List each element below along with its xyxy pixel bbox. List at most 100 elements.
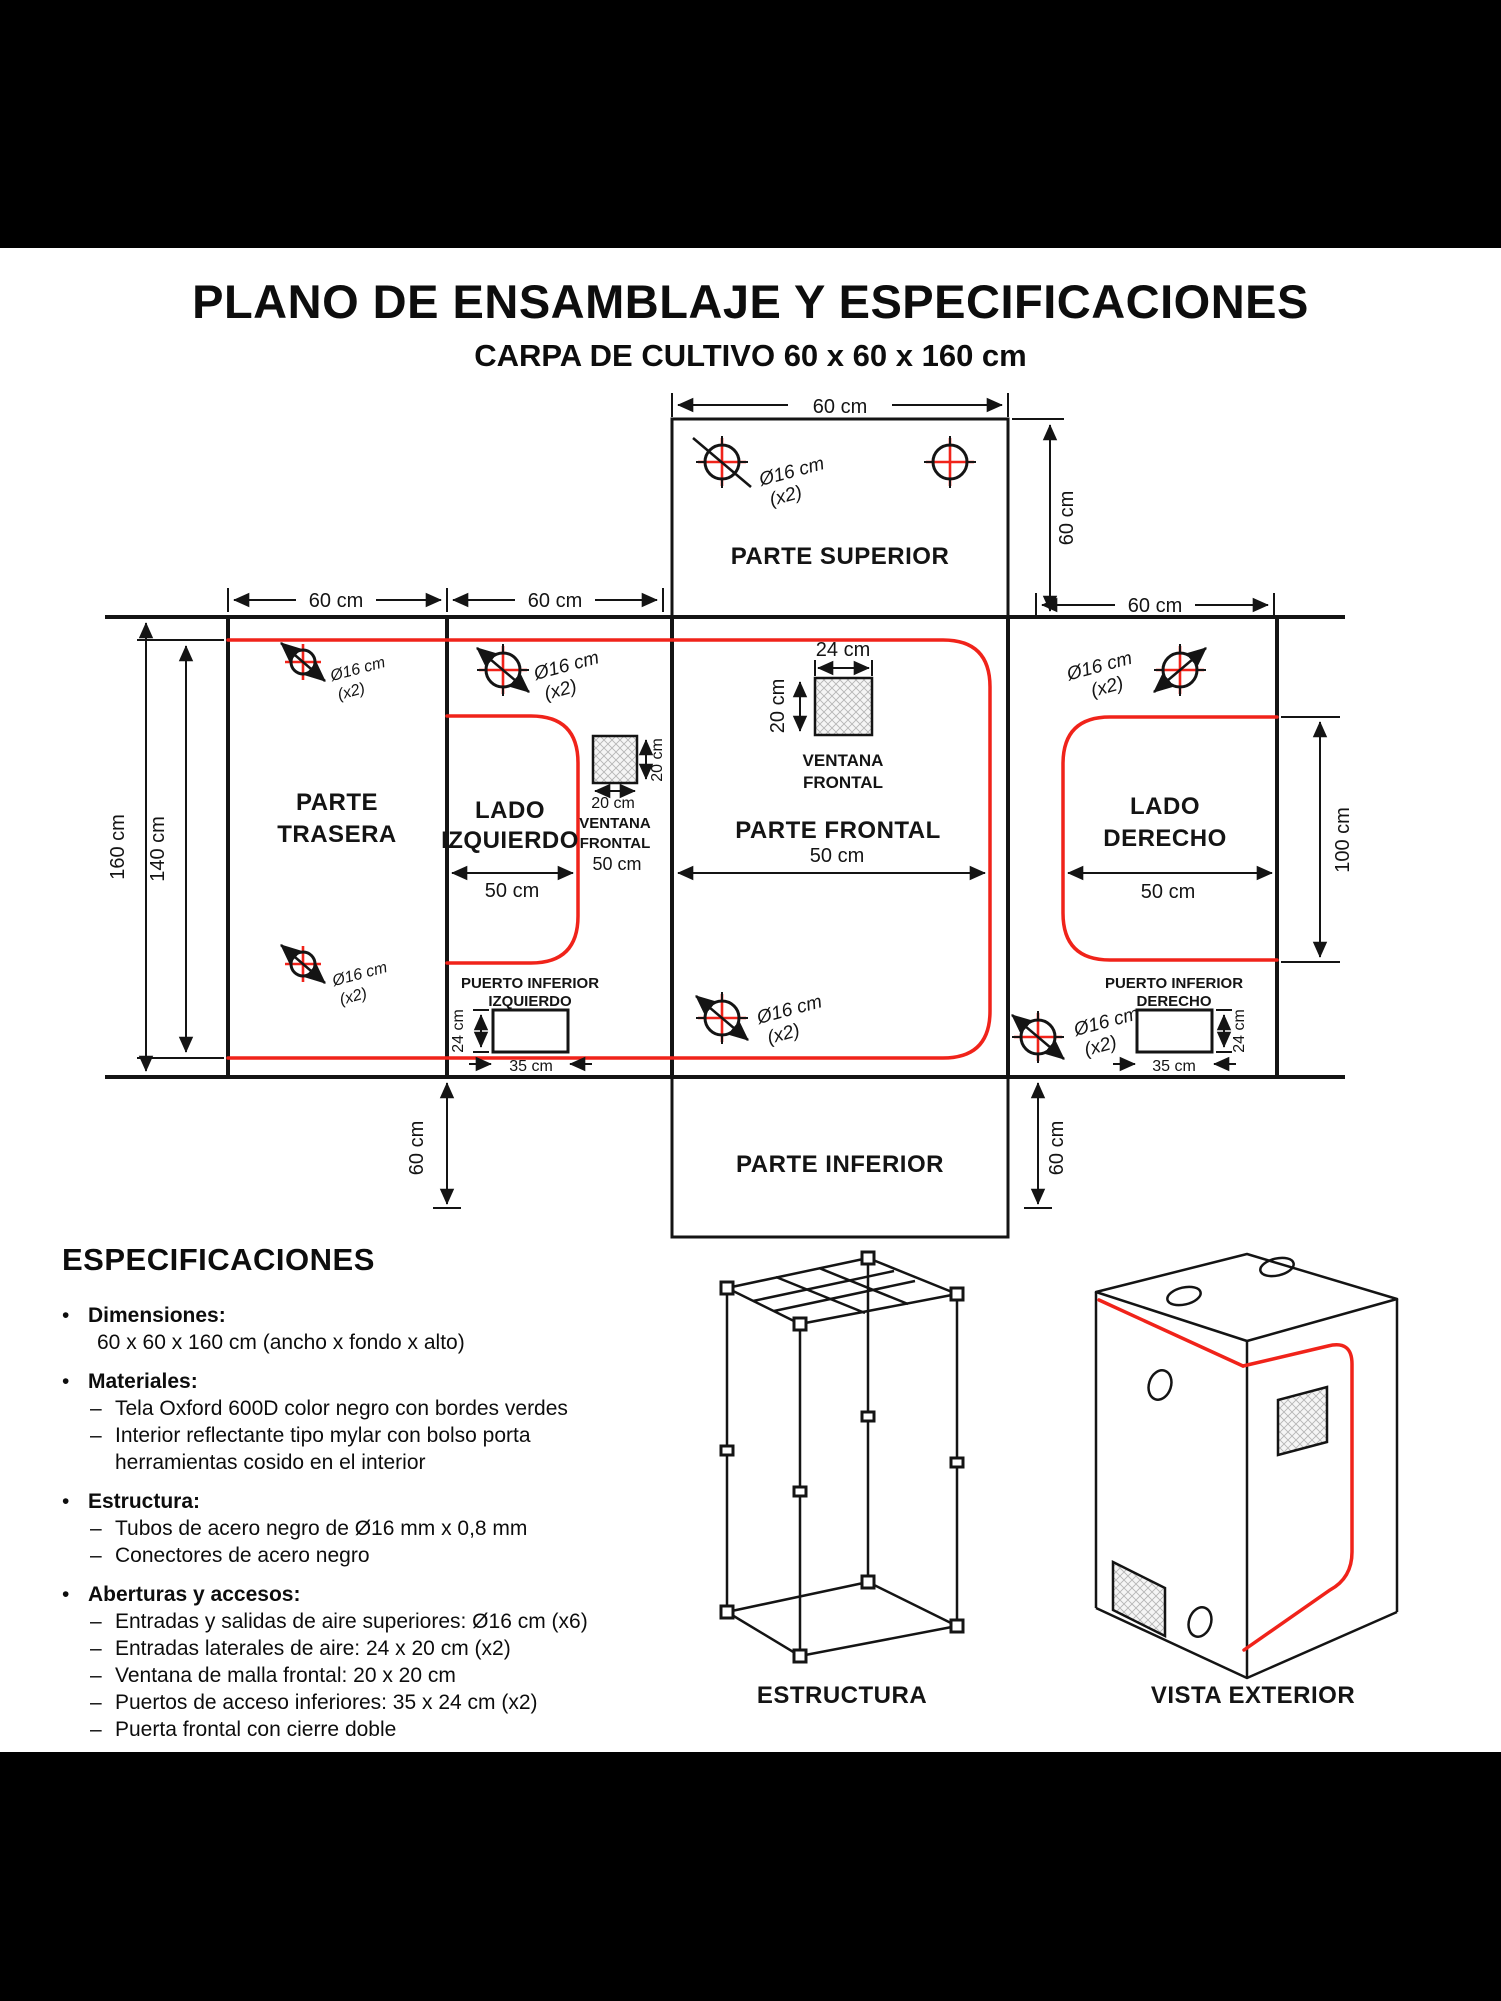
label-lado-izquierdo-2: IZQUIERDO <box>441 827 579 854</box>
dim-label: 50 cm <box>1141 881 1195 903</box>
spec-aberturas-item: – Puerta frontal con cierre doble <box>90 1718 397 1741</box>
spec-aberturas-title: • Aberturas y accesos: <box>62 1583 301 1606</box>
dim-height-160: 160 cm <box>107 622 154 1072</box>
vent-label-trasera-top: Ø16 cm (x2) <box>328 654 387 704</box>
dash-glyph: – <box>90 1610 102 1633</box>
spec-estructura-title: • Estructura: <box>62 1490 201 1513</box>
mesh-window-icon <box>591 734 639 785</box>
especificaciones-section: ESPECIFICACIONES • Dimensiones: 60 x 60 … <box>62 1242 722 1743</box>
dim-label: 140 cm <box>147 816 169 882</box>
dim-label: 35 cm <box>1152 1058 1196 1075</box>
dash-glyph: – <box>90 1691 102 1714</box>
spec-materiales-item: – Tela Oxford 600D color negro con borde… <box>90 1397 568 1420</box>
dim-label: 100 cm <box>1332 807 1354 873</box>
top-vent-hole-icon <box>1259 1256 1295 1278</box>
zipper-door-line <box>1241 1343 1354 1652</box>
vent-superior-right-icon <box>924 436 976 488</box>
window-label: FRONTAL <box>803 773 883 792</box>
bullet-glyph: • <box>62 1583 70 1606</box>
ventana-frontal-window: 24 cm 20 cm VENTANA FRONTAL <box>767 639 883 792</box>
label-parte-superior: PARTE SUPERIOR <box>731 543 950 570</box>
dim-label: 60 cm <box>528 590 582 612</box>
port-label: PUERTO INFERIOR <box>461 975 599 992</box>
dim-label: 60 cm <box>406 1121 428 1175</box>
spec-estructura-item: – Tubos de acero negro de Ø16 mm x 0,8 m… <box>90 1517 528 1540</box>
page-subtitle: CARPA DE CULTIVO 60 x 60 x 160 cm <box>474 338 1027 373</box>
vent-trasera-top-icon <box>280 642 326 682</box>
vista-exterior-drawing <box>1094 1252 1399 1680</box>
dim-label: 20 cm <box>591 795 635 812</box>
dash-glyph: – <box>90 1397 102 1420</box>
label-lado-derecho-1: LADO <box>1130 793 1200 820</box>
zipper-left-door <box>445 714 580 965</box>
caption-vista-exterior: VISTA EXTERIOR <box>1151 1682 1355 1709</box>
dim-trasera-width: 60 cm <box>227 588 448 612</box>
dim-superior-width: 60 cm <box>671 393 1009 418</box>
port-label: DERECHO <box>1136 993 1211 1010</box>
spec-aberturas-item: – Puertos de acceso inferiores: 35 x 24 … <box>90 1691 538 1714</box>
vent-label-trasera-bottom: Ø16 cm (x2) <box>330 959 389 1009</box>
dim-label: 60 cm <box>309 590 363 612</box>
panel-inferior <box>670 1075 1010 1239</box>
spec-aberturas-item: – Ventana de malla frontal: 20 x 20 cm <box>90 1664 456 1687</box>
window-label: VENTANA <box>579 815 651 832</box>
panel-superior <box>670 417 1010 619</box>
dim-label: 24 cm <box>1231 1009 1248 1053</box>
side-vent-hole-icon <box>1147 1369 1173 1401</box>
especificaciones-heading: ESPECIFICACIONES <box>62 1242 375 1277</box>
spec-aberturas-item: – Entradas y salidas de aire superiores:… <box>90 1610 588 1633</box>
vent-frontal-icon <box>695 992 749 1044</box>
dim-izquierdo-width: 60 cm <box>452 588 664 612</box>
dim-label: 60 cm <box>1128 595 1182 617</box>
dim-derecho-width: 60 cm <box>1035 593 1275 617</box>
estructura-drawing <box>719 1250 965 1664</box>
spec-dimensiones-title: • Dimensiones: <box>62 1304 226 1327</box>
dash-glyph: – <box>90 1544 102 1567</box>
ventana-izquierdo-window: 20 cm 20 cm VENTANA FRONTAL 50 cm <box>579 734 666 874</box>
dash-glyph: – <box>90 1637 102 1660</box>
dim-label: 160 cm <box>107 814 129 880</box>
spec-materiales-item: – Interior reflectante tipo mylar con bo… <box>90 1424 531 1447</box>
vent-label-frontal: Ø16 cm (x2) <box>754 991 825 1048</box>
spec-dimensiones-value: 60 x 60 x 160 cm (ancho x fondo x alto) <box>97 1331 465 1354</box>
label-parte-trasera-1: PARTE <box>296 789 378 816</box>
bullet-glyph: • <box>62 1304 70 1327</box>
vent-label-derecho-top: Ø16 cm (x2) <box>1064 648 1135 702</box>
caption-estructura: ESTRUCTURA <box>757 1682 927 1709</box>
window-size-label: 50 cm <box>592 854 641 874</box>
dim-derecho-50: 50 cm <box>1067 865 1273 903</box>
bullet-glyph: • <box>62 1370 70 1393</box>
label-lado-derecho-2: DERECHO <box>1103 825 1227 852</box>
svg-text:(x2): (x2) <box>336 680 367 704</box>
puerto-inferior-derecho: PUERTO INFERIOR DERECHO 24 cm 35 cm <box>1105 975 1248 1075</box>
puerto-inferior-izquierdo: PUERTO INFERIOR IZQUIERDO 24 cm 35 cm <box>450 975 599 1075</box>
side-vent-hole-icon <box>1187 1606 1213 1638</box>
port-outline <box>1135 1008 1214 1054</box>
port-label: IZQUIERDO <box>488 993 572 1010</box>
label-parte-trasera-2: TRASERA <box>277 821 397 848</box>
zipper-top-line <box>1097 1298 1245 1368</box>
port-outline <box>491 1008 570 1054</box>
dash-glyph: – <box>90 1424 102 1447</box>
panel-band <box>105 615 1345 1079</box>
dim-label: 60 cm <box>1046 1121 1068 1175</box>
dim-label: 20 cm <box>649 738 666 782</box>
zipper-main-door <box>226 638 992 1060</box>
label-parte-frontal: PARTE FRONTAL <box>735 817 941 844</box>
dim-bottom-left-60: 60 cm <box>406 1082 461 1209</box>
label-lado-izquierdo-1: LADO <box>475 797 545 824</box>
vent-trasera-bottom-icon <box>280 944 326 984</box>
dim-label: 60 cm <box>813 396 867 418</box>
svg-text:(x2): (x2) <box>338 985 369 1009</box>
side-mesh-vent-icon <box>1111 1559 1167 1639</box>
dim-bottom-right-60: 60 cm <box>1024 1082 1068 1209</box>
panel-inferior-outline <box>670 1075 1010 1239</box>
bullet-glyph: • <box>62 1490 70 1513</box>
page-title: PLANO DE ENSAMBLAJE Y ESPECIFICACIONES <box>192 275 1309 328</box>
vent-derecho-bottom-icon <box>1011 1011 1065 1063</box>
window-label: VENTANA <box>803 751 884 770</box>
port-label: PUERTO INFERIOR <box>1105 975 1243 992</box>
vent-derecho-top-icon <box>1153 644 1207 696</box>
dim-label: 35 cm <box>509 1058 553 1075</box>
